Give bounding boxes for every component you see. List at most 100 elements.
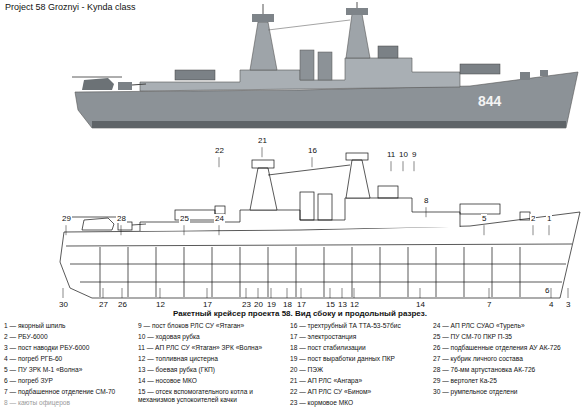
leader-line (414, 161, 415, 171)
leader-line (354, 288, 355, 298)
callout-number: 5 (481, 214, 487, 223)
leader-line (268, 247, 269, 297)
legend-line: 1 — якорный шпиль (4, 322, 136, 330)
legend-line: 23 — кормовое МКО (290, 399, 430, 407)
leader-line (420, 288, 421, 298)
callout-number: 25 (179, 214, 190, 223)
callout-number: 27 (98, 300, 109, 309)
leader-line (258, 288, 259, 298)
callout-number: 12 (155, 300, 166, 309)
leader-line (426, 207, 427, 217)
callout-number: 13 (337, 300, 348, 309)
leader-line (121, 225, 122, 235)
legend-line: 2 — РБУ-6000 (4, 333, 136, 341)
leader-line (489, 288, 490, 298)
leader-line (219, 157, 220, 167)
legend-line: 9 — пост блоков РЛС СУ «Ятаган» (138, 322, 286, 330)
leader-line (100, 247, 101, 297)
legend-line: 29 — вертолет Ка-25 (433, 377, 581, 385)
leader-line (380, 247, 381, 297)
callout-number: 19 (266, 300, 277, 309)
legend-line: 19 — пост выработки данных ПКР (290, 355, 430, 363)
legend-line: 21 — АП РЛС «Ангара» (290, 377, 430, 385)
legend-line: 11 — АП РЛС СУ «Ятаган» ЗРК «Волна» (138, 344, 286, 352)
callout-number: 16 (307, 146, 318, 155)
leader-line (287, 288, 288, 298)
callout-number: 1 (546, 214, 552, 223)
legend-line: 8 — каюты офицеров (4, 399, 136, 407)
callout-number: 21 (257, 136, 268, 145)
leader-line (342, 288, 343, 298)
leader-line (128, 247, 129, 297)
legend-line: 27 — кубрик личного состава (433, 355, 581, 363)
caption: Ракетный крейсер проекта 58. Вид сбоку и… (173, 309, 427, 318)
legend-line: 3 — пост наводки РБУ-6000 (4, 344, 136, 352)
leader-line (66, 225, 67, 235)
callout-number: 22 (214, 146, 225, 155)
leader-line (549, 225, 550, 235)
callout-number: 2 (530, 214, 536, 223)
callout-number: 17 (202, 300, 213, 309)
leader-line (246, 288, 247, 298)
legend-line: 22 — АП РЛС СУ «Бином» (290, 388, 430, 396)
legend-line: 24 — АП РЛС СУАО «Турель» (433, 322, 581, 330)
callout-number: 14 (415, 300, 426, 309)
callout-number: 11 (386, 150, 396, 159)
callout-number: 9 (411, 150, 417, 159)
leader-line (352, 247, 353, 297)
ship-section (60, 153, 580, 298)
leader-line (271, 288, 272, 298)
leader-line (492, 247, 493, 297)
callout-number: 10 (398, 150, 409, 159)
legend-line: 26 — подбашенные отделения АУ АК-726 (433, 344, 581, 352)
leader-line (262, 147, 263, 157)
legend-line: 17 — электростанция (290, 333, 430, 341)
callout-number: 18 (282, 300, 293, 309)
leader-line (408, 247, 409, 297)
leader-line (212, 247, 213, 297)
leader-line (219, 225, 220, 235)
callout-number: 26 (117, 300, 128, 309)
leader-line (296, 247, 297, 297)
leader-line (312, 157, 313, 167)
leader-line (551, 288, 552, 298)
leader-line (403, 161, 404, 171)
leader-line (533, 225, 534, 235)
leader-line (122, 288, 123, 298)
leader-line (324, 247, 325, 297)
ship-profile (72, 2, 578, 128)
callout-number: 28 (116, 214, 127, 223)
leader-line (464, 247, 465, 297)
legend-line: 15 — отсек вспомогательного котла и меха… (138, 388, 286, 403)
legend-line: 4 — погреб РГБ-60 (4, 355, 136, 363)
callout-number: 4 (548, 300, 554, 309)
callout-number: 29 (61, 214, 72, 223)
legend-line: 25 — ПУ СМ-70 ПКР П-35 (433, 333, 581, 341)
legend-line: 13 — боевая рубка (ГКП) (138, 366, 286, 374)
callout-number: 17 (296, 300, 307, 309)
legend-line: 16 — трехтрубный ТА ТТА-53-57бис (290, 322, 430, 330)
hull-number: 844 (478, 93, 501, 109)
leader-line (568, 288, 569, 298)
legend-line: 28 — 76-мм артустановка АК-726 (433, 366, 581, 374)
leader-line (330, 288, 331, 298)
callout-number: 7 (486, 300, 492, 309)
legend-line: 12 — топливная цистерна (138, 355, 286, 363)
legend-line: 7 — подбашенное отделение СМ-70 (4, 388, 136, 396)
callout-number: 8 (423, 196, 429, 205)
leader-line (240, 247, 241, 297)
title: Project 58 Groznyi - Kynda class (5, 2, 136, 12)
leader-line (156, 247, 157, 297)
callout-number: 6 (544, 286, 550, 295)
callout-number: 12 (349, 300, 360, 309)
leader-line (484, 225, 485, 235)
callout-number: 23 (241, 300, 252, 309)
leader-line (103, 288, 104, 298)
leader-line (160, 288, 161, 298)
legend-line: 14 — носовое МКО (138, 377, 286, 385)
legend-line: 6 — погреб ЗУР (4, 377, 136, 385)
callout-number: 15 (325, 300, 336, 309)
leader-line (520, 247, 521, 297)
leader-line (301, 288, 302, 298)
leader-line (63, 288, 64, 298)
